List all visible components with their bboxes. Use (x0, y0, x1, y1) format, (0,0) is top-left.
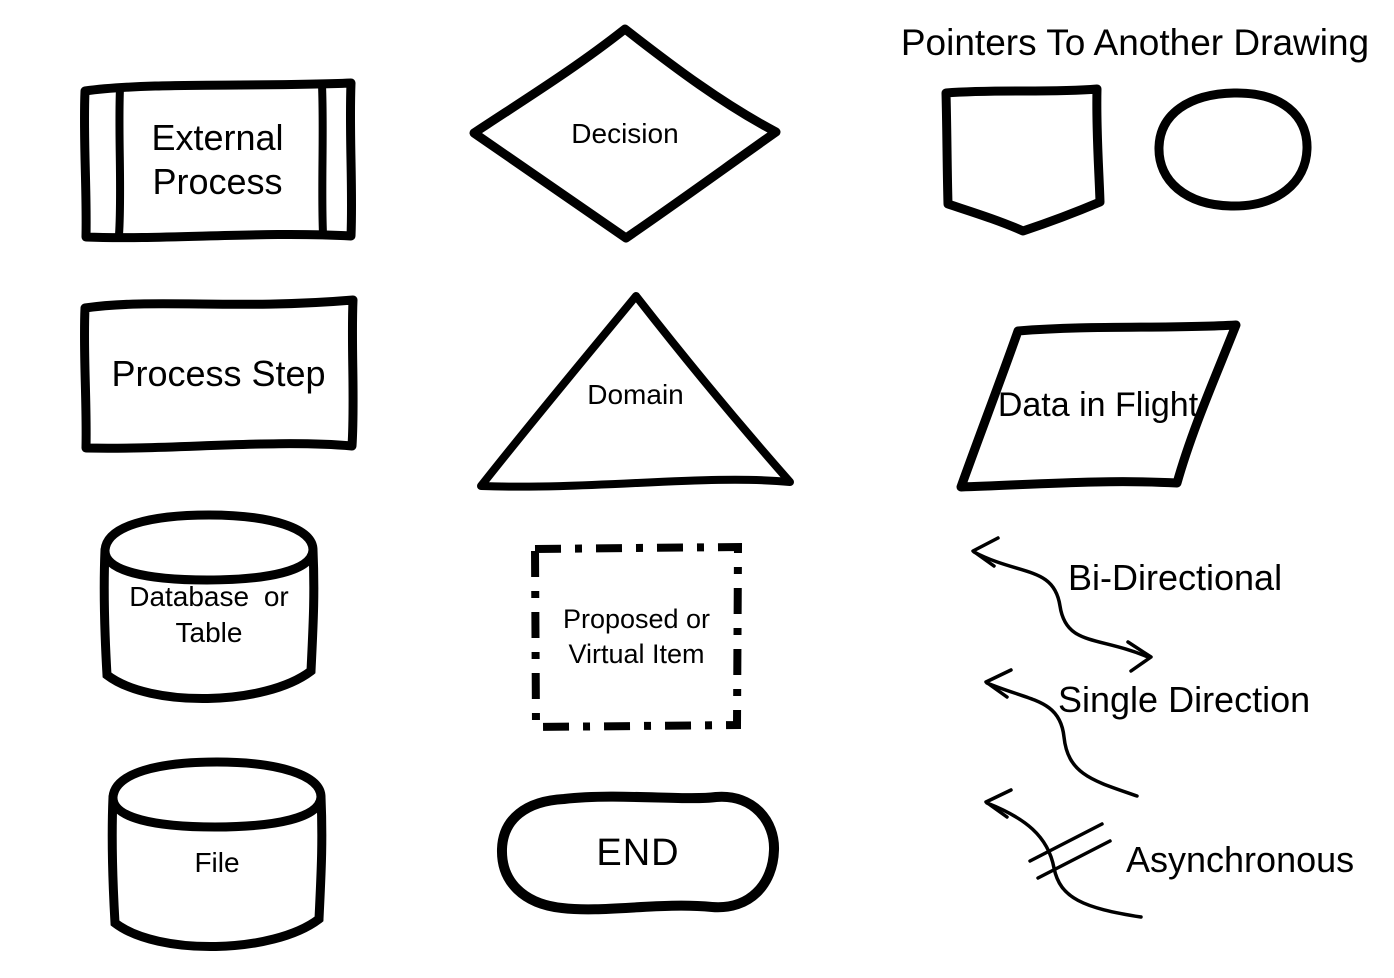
decision-diamond-shape: Decision (465, 20, 785, 247)
asynchronous-arrow-icon (978, 786, 1158, 926)
proposed-virtual-box-icon (530, 542, 743, 732)
database-cylinder-icon (99, 510, 319, 703)
offpage-circle-shape (1150, 85, 1315, 215)
decision-diamond-icon (469, 24, 781, 243)
external-process-outline-icon (79, 78, 357, 243)
offpage-circle-icon (1154, 88, 1312, 211)
single-direction-arrow-icon (972, 665, 1152, 805)
external-process-shape: External Process (75, 75, 360, 245)
data-in-flight-parallelogram-shape: Data in Flight (952, 318, 1244, 492)
asynchronous-label: Asynchronous (1126, 839, 1355, 880)
domain-triangle-icon (477, 292, 794, 491)
offpage-pentagon-icon (941, 84, 1105, 236)
offpage-pentagon-shape (935, 80, 1107, 240)
process-step-shape: Process Step (75, 290, 362, 458)
process-step-outline-icon (79, 295, 358, 453)
proposed-virtual-box-shape: Proposed or Virtual Item (523, 535, 750, 739)
database-cylinder-shape: Database or Table (95, 508, 323, 710)
bi-directional-arrow-icon (958, 530, 1168, 675)
bi-directional-label: Bi-Directional (1068, 557, 1283, 598)
single-direction-label: Single Direction (1058, 679, 1311, 720)
domain-triangle-shape: Domain (473, 288, 798, 492)
end-terminator-shape: END (492, 788, 784, 918)
file-cylinder-shape: File (103, 755, 331, 958)
end-terminator-icon (496, 791, 779, 915)
data-in-flight-parallelogram-icon (956, 320, 1241, 492)
pointers-title: Pointers To Another Drawing (900, 22, 1370, 63)
file-cylinder-icon (107, 757, 327, 951)
